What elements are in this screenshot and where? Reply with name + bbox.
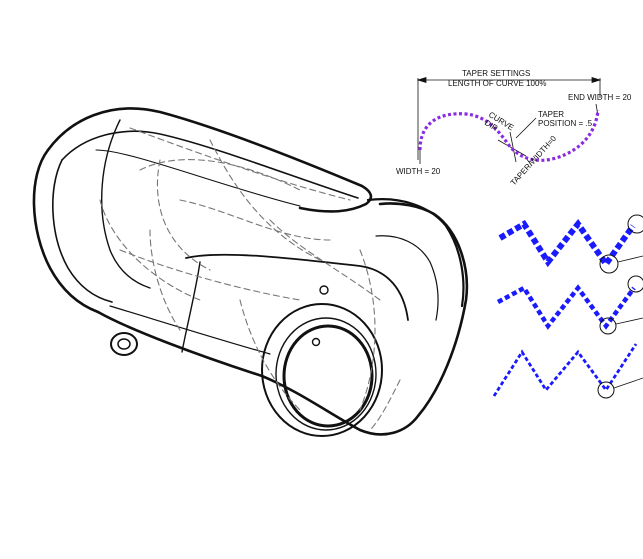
end-marker-thick	[599, 254, 619, 274]
taper-title: TAPER SETTINGS	[462, 69, 530, 78]
zigzag-stroke-thin	[492, 343, 638, 397]
hidden-lines	[99, 127, 401, 431]
handle-inner-left	[52, 159, 113, 303]
length-of-curve-label: LENGTH OF CURVE 100%	[448, 79, 547, 88]
zigzag-stroke-thick	[498, 218, 636, 270]
taper-cross-b	[509, 131, 517, 163]
taper-label: TAPER	[538, 110, 564, 119]
left-knob-outer	[110, 332, 138, 356]
body-top-edge	[185, 253, 409, 321]
body-cap-inner	[375, 235, 439, 321]
body-side-line	[109, 305, 271, 355]
dial-outer-ring	[261, 303, 383, 437]
end-leader-thick	[617, 255, 643, 263]
zigzag-sample-medium	[496, 275, 643, 335]
end-marker-thin	[597, 381, 615, 399]
end-marker-thick-top	[627, 214, 643, 234]
taper-position-label: POSITION = .5	[538, 119, 593, 128]
dial-inner-ring	[282, 324, 374, 428]
tapered-curve	[418, 109, 600, 162]
end-marker-medium-top	[627, 275, 643, 293]
handle-outer-left	[32, 148, 100, 314]
width-label: WIDTH = 20	[396, 167, 441, 176]
dial-center	[311, 337, 321, 347]
end-width-label: END WIDTH = 20	[568, 93, 632, 102]
taper-position-leader	[515, 117, 537, 139]
end-leader-medium	[615, 317, 643, 325]
zigzag-sample-thin	[492, 343, 643, 399]
length-left-arrow	[416, 76, 427, 84]
end-marker-medium	[599, 317, 617, 335]
screw-hole	[319, 285, 329, 295]
device-sketch	[32, 107, 469, 437]
zigzag-samples	[492, 214, 643, 399]
end-leader-thin	[613, 377, 643, 389]
zigzag-stroke-medium	[496, 284, 636, 330]
handle-outer-outline	[46, 107, 373, 213]
handle-inner-outline	[61, 130, 359, 199]
body-panel-line	[181, 261, 201, 353]
zigzag-sample-thick	[498, 214, 643, 274]
dial-middle-ring	[275, 317, 377, 431]
taper-width-label: TAPER WIDTH=0	[509, 134, 559, 188]
length-right-arrow	[591, 76, 602, 84]
taper-cross-a	[497, 139, 527, 157]
taper-settings-diagram: TAPER SETTINGS LENGTH OF CURVE 100% END …	[396, 69, 632, 187]
handle-under-curve	[101, 119, 151, 289]
left-knob-inner	[117, 338, 131, 350]
handle-rib	[95, 149, 301, 207]
body-cap-outline	[366, 198, 465, 308]
